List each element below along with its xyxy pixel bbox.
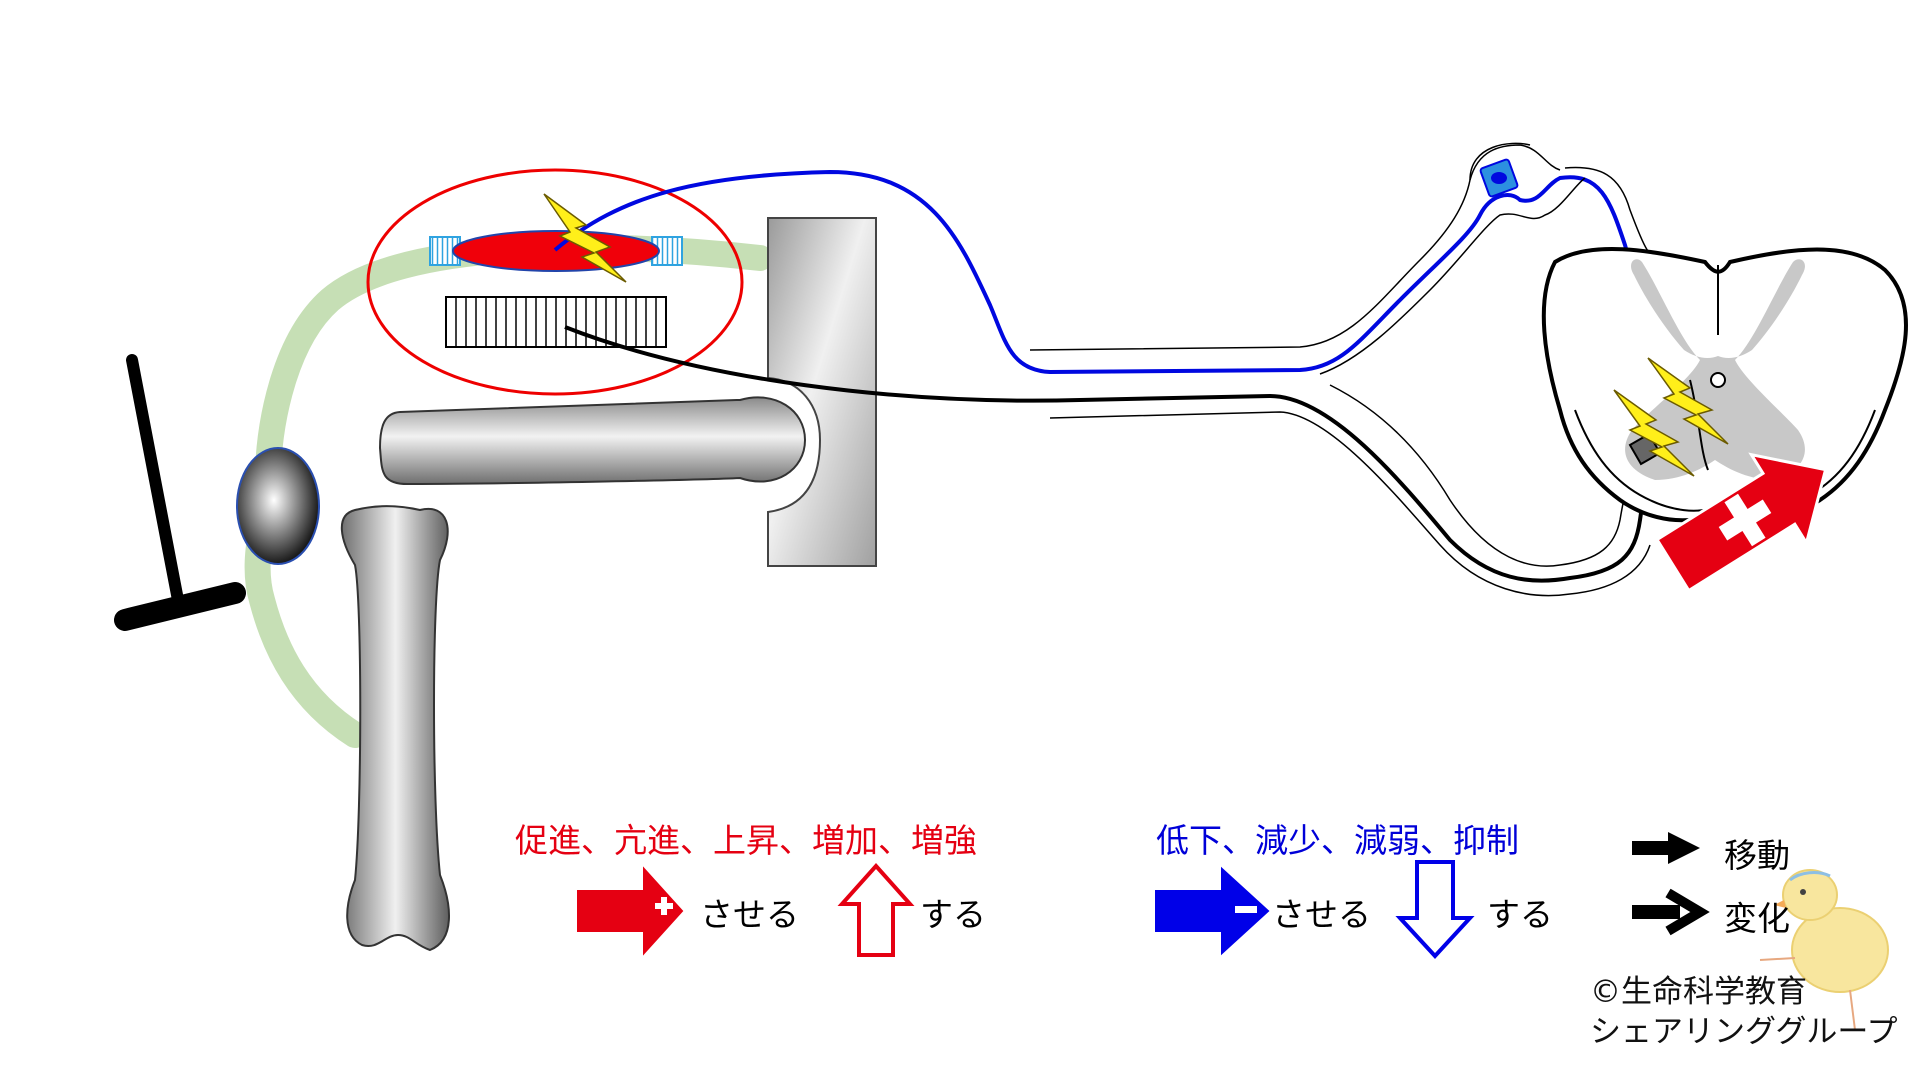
legend-up-arrow: [837, 863, 915, 957]
legend-down-suffix: する: [1487, 895, 1553, 934]
lightning-icon-spinal-lower: [1613, 389, 1695, 477]
patella: [236, 447, 320, 565]
decrease-terms: 低下、減少、減弱、抑制: [1156, 821, 1519, 860]
legend-move-arrow: [1632, 832, 1700, 864]
credit-line-1: ©生命科学教育: [1590, 974, 1807, 1010]
femur-bone: [378, 396, 807, 486]
legend-plus-suffix: させる: [700, 895, 799, 934]
tibia-bone: [340, 505, 450, 952]
nerve-sheath: [1029, 144, 1661, 597]
legend-up-suffix: する: [920, 895, 986, 934]
legend-change-label: 変化: [1724, 899, 1790, 938]
intrafusal-end-right: [651, 236, 683, 266]
muscle-spindle-circle: [366, 168, 744, 396]
spinal-cord: [1541, 247, 1908, 523]
credit-line-2: シェアリンググループ: [1590, 1014, 1898, 1050]
legend-move-label: 移動: [1724, 836, 1790, 875]
legend-down-arrow: [1395, 860, 1475, 959]
extrafusal-muscle-fiber: [445, 296, 667, 348]
lightning-icon-spinal-upper: [1647, 357, 1729, 445]
synapse-branch: [1689, 379, 1709, 471]
legend-change-arrow: [1632, 888, 1710, 936]
legend-minus-suffix: させる: [1272, 895, 1371, 934]
dorsal-root-ganglion: [1469, 142, 1531, 198]
legend-minus-arrow: [1155, 866, 1270, 956]
lightning-icon-muscle: [543, 193, 627, 283]
afferent-nerve-line: [553, 169, 1692, 381]
excitatory-arrow-spinal: [1654, 452, 1828, 593]
pelvis-bone: [767, 217, 877, 567]
chick-mascot-icon: [1759, 869, 1889, 1031]
legend-plus-arrow: [577, 866, 684, 956]
reflex-hammer: [114, 354, 246, 631]
increase-terms: 促進、亢進、上昇、増加、増強: [515, 821, 977, 860]
efferent-nerve-line: [564, 325, 1652, 583]
